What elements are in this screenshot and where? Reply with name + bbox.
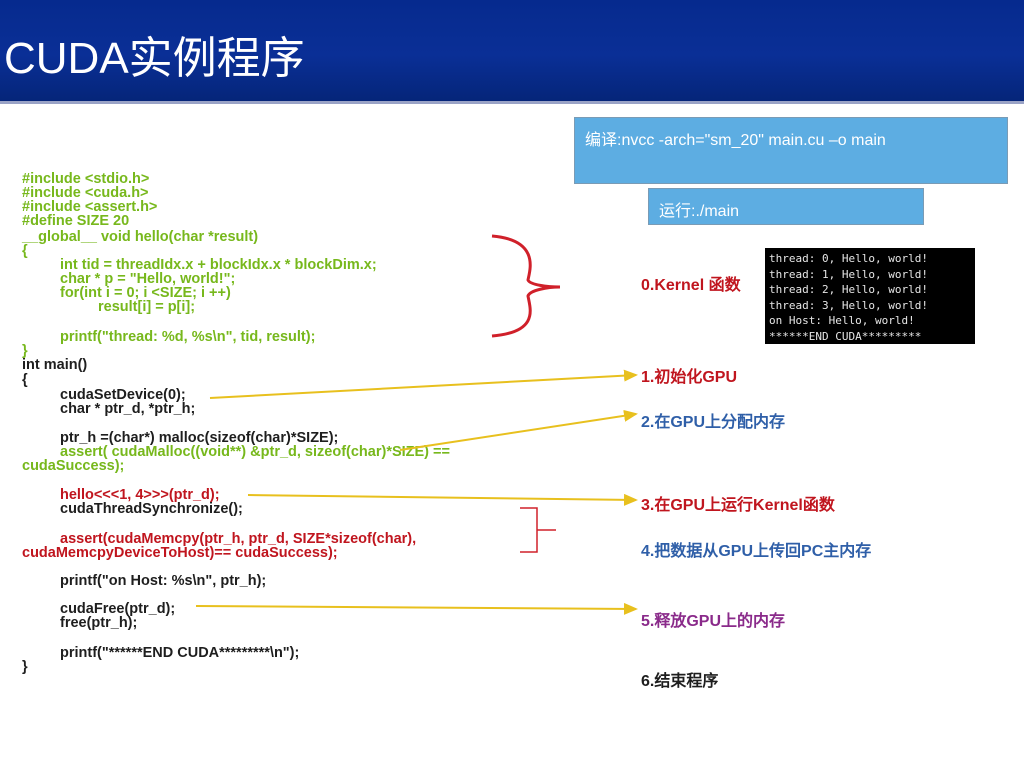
code-line: ptr_h =(char*) malloc(sizeof(char)*SIZE)… xyxy=(60,430,339,446)
step-6-end-program: 6.结束程序 xyxy=(641,673,719,690)
code-line: result[i] = p[i]; xyxy=(98,299,196,315)
compile-command-box: 编译:nvcc -arch="sm_20" main.cu –o main xyxy=(574,117,1008,184)
arrow-run-kernel xyxy=(247,493,638,506)
code-line: cudaThreadSynchronize(); xyxy=(60,501,243,517)
code-line: char * ptr_d, *ptr_h; xyxy=(60,401,196,417)
memcpy-bracket xyxy=(520,507,556,553)
code-line: hello<<<1, 4>>>(ptr_d); xyxy=(60,487,220,503)
terminal-line: thread: 2, Hello, world! xyxy=(769,283,928,297)
run-command-box: 运行:./main xyxy=(648,188,924,225)
code-line: int main() xyxy=(22,357,88,373)
code-line: printf("thread: %d, %s\n", tid, result); xyxy=(60,329,316,345)
code-line: printf("******END CUDA*********\n"); xyxy=(60,645,300,661)
terminal-output: thread: 0, Hello, world! thread: 1, Hell… xyxy=(765,248,975,344)
arrow-free-gpu xyxy=(195,602,638,615)
step-5-free-gpu-memory: 5.释放GPU上的内存 xyxy=(641,613,786,630)
code-line: for(int i = 0; i <SIZE; i ++) xyxy=(60,285,231,301)
code-line: assert( cudaMalloc((void**) &ptr_d, size… xyxy=(60,444,450,460)
code-line: cudaSetDevice(0); xyxy=(60,387,186,403)
code-line: { xyxy=(22,372,28,388)
step-1-init-gpu: 1.初始化GPU xyxy=(641,369,738,386)
terminal-line: thread: 1, Hello, world! xyxy=(769,267,928,281)
code-line: printf("on Host: %s\n", ptr_h); xyxy=(60,573,267,589)
code-line: } xyxy=(22,343,28,359)
title-bar: CUDA实例程序 xyxy=(0,0,1024,104)
arrow-alloc-gpu xyxy=(399,409,638,451)
code-line: #include <cuda.h> xyxy=(22,185,149,201)
code-line: #define SIZE 20 xyxy=(22,213,130,229)
terminal-line: ******END CUDA********* xyxy=(769,329,922,343)
code-line: cudaMemcpyDeviceToHost)== cudaSuccess); xyxy=(22,545,338,561)
code-line: char * p = "Hello, world!"; xyxy=(60,271,236,287)
terminal-line: on Host: Hello, world! xyxy=(769,314,915,328)
terminal-line: thread: 0, Hello, world! xyxy=(769,252,928,265)
arrow-init-gpu xyxy=(209,369,638,399)
code-line: int tid = threadIdx.x + blockIdx.x * blo… xyxy=(60,257,377,273)
step-0-kernel-function: 0.Kernel 函数 xyxy=(641,277,741,294)
step-3-run-kernel: 3.在GPU上运行Kernel函数 xyxy=(641,497,835,514)
step-4-copy-back-to-host: 4.把数据从GPU上传回PC主内存 xyxy=(641,543,872,560)
step-2-alloc-gpu-memory: 2.在GPU上分配内存 xyxy=(641,414,786,431)
kernel-brace xyxy=(491,234,561,338)
code-line: cudaFree(ptr_d); xyxy=(60,601,176,617)
compile-command-text: 编译:nvcc -arch="sm_20" main.cu –o main xyxy=(585,132,886,149)
terminal-line: thread: 3, Hello, world! xyxy=(769,298,928,312)
code-line: assert(cudaMemcpy(ptr_h, ptr_d, SIZE*siz… xyxy=(60,531,417,547)
code-line: __global__ void hello(char *result) xyxy=(22,229,259,245)
code-line: { xyxy=(22,243,28,259)
code-line: cudaSuccess); xyxy=(22,458,125,474)
code-line: } xyxy=(22,659,28,675)
slide-title: CUDA实例程序 xyxy=(4,34,305,83)
run-command-text: 运行:./main xyxy=(659,203,740,220)
code-line: #include <stdio.h> xyxy=(22,171,150,187)
code-line: #include <assert.h> xyxy=(22,199,158,215)
code-line: free(ptr_h); xyxy=(60,615,138,631)
